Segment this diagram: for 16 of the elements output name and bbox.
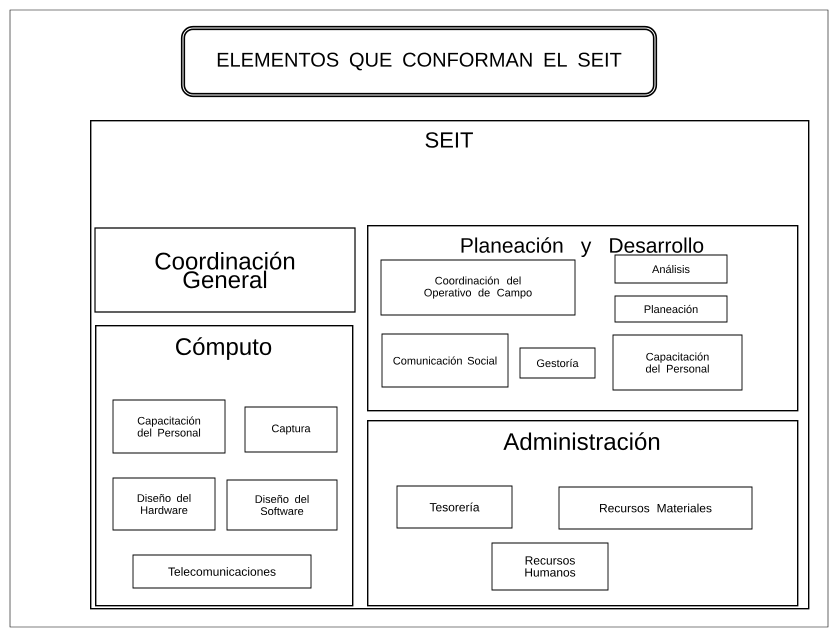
- unit-box: Coordinación General: [94, 227, 356, 313]
- unit-box: Planeación: [614, 296, 728, 322]
- unit-box: Tesorería: [396, 486, 512, 528]
- unit-box: Recursos Humanos: [492, 542, 608, 590]
- unit-box: Capacitación del Personal: [112, 400, 226, 454]
- unit-box: Coordinación del Operativo de Campo: [380, 260, 576, 316]
- unit-box: Gestoría: [520, 348, 596, 378]
- unit-box: Comunicación Social: [382, 334, 508, 388]
- unit-box: Diseño del Software: [226, 480, 338, 530]
- unit-box: Telecomunicaciones: [132, 554, 312, 588]
- unit-box: Diseño del Hardware: [112, 478, 216, 530]
- unit-box: Recursos Materiales: [558, 486, 752, 530]
- unit-box: Captura: [244, 406, 338, 452]
- title-box: ELEMENTOS QUE CONFORMAN EL SEIT: [180, 26, 658, 98]
- unit-box: Capacitación del Personal: [612, 334, 742, 390]
- unit-box: Análisis: [614, 254, 728, 284]
